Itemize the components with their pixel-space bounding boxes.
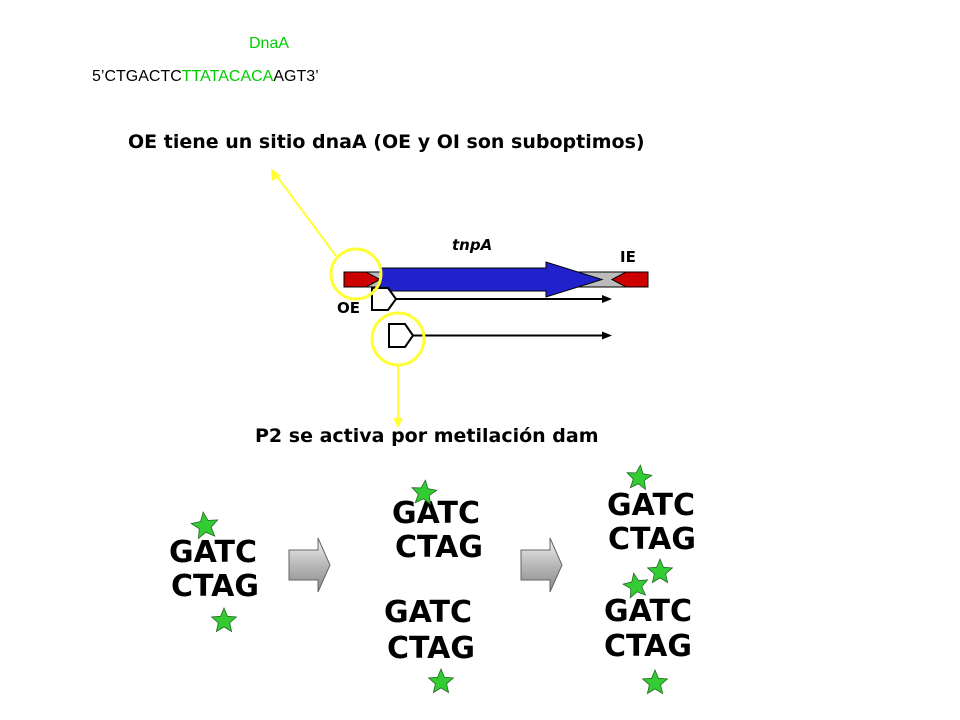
oe-callout-arrowhead [271, 168, 281, 181]
p2-promoter-icon [388, 323, 415, 348]
p2-callout-arrowhead [393, 418, 403, 428]
transposon-map: tnpA IE OE [271, 168, 649, 428]
stage3-top-gatc: GATC [607, 488, 695, 523]
methyl-star-icon [210, 606, 238, 633]
methyl-star-icon [646, 557, 674, 584]
stage2-top-ctag: CTAG [395, 530, 483, 565]
ie-end-marker [610, 271, 649, 288]
methyl-star-icon [190, 511, 219, 540]
tnpa-label: tnpA [452, 236, 492, 254]
sequence-highlight: TTATACACA [182, 68, 274, 85]
p2-transcript-arrowhead [602, 331, 612, 340]
sequence-suffix: AGT3’ [273, 68, 318, 85]
stage3-bottom-gatc: GATC [604, 594, 692, 629]
sequence-prefix: 5’CTGACTC [92, 68, 182, 85]
oe-dnaa-note: OE tiene un sitio dnaA (OE y OI son subo… [128, 131, 645, 153]
methyl-star-icon [622, 572, 649, 599]
methyl-stars [190, 464, 674, 695]
oe-end-marker [343, 271, 382, 288]
methyl-star-icon [427, 667, 455, 694]
methyl-star-icon [626, 464, 653, 491]
stage1-gatc: GATC [169, 535, 257, 570]
progress-arrow-2 [520, 537, 563, 593]
ie-label: IE [620, 248, 636, 266]
stage3-bottom-ctag: CTAG [604, 629, 692, 664]
stage2-bottom-ctag: CTAG [387, 631, 475, 666]
oe-highlight-circle [329, 247, 383, 301]
oe-callout-line [275, 174, 337, 257]
dnaa-sequence: 5’CTGACTCTTATACACAAGT3’ [92, 68, 319, 85]
oe-label: OE [337, 299, 360, 317]
methyl-star-icon [641, 668, 669, 695]
methylation-panel: GATC CTAG GATC CTAG GATC CTAG GATC CTAG … [169, 488, 696, 666]
oe-promoter-icon [371, 287, 398, 311]
tnpa-gene-arrow [379, 261, 604, 298]
oe-transcript-arrowhead [602, 295, 612, 303]
methyl-star-icon [411, 479, 438, 506]
dnaa-label: DnaA [249, 35, 289, 52]
stage3-top-ctag: CTAG [608, 522, 696, 557]
stage2-bottom-gatc: GATC [384, 595, 472, 630]
stage1-ctag: CTAG [171, 569, 259, 604]
stage2-top-gatc: GATC [392, 496, 480, 531]
p2-dam-note: P2 se activa por metilación dam [255, 425, 599, 447]
progress-arrow-1 [288, 537, 331, 593]
